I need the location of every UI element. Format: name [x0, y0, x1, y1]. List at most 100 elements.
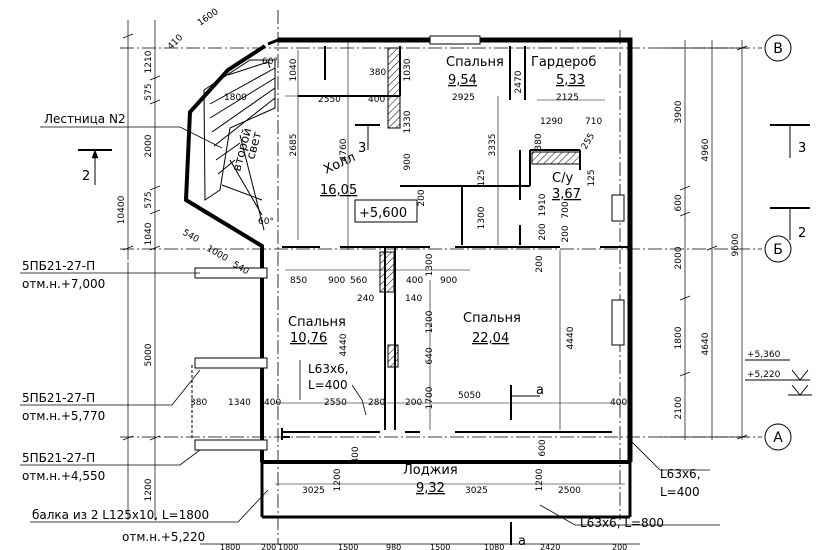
dim-1300-mid: 1300: [425, 253, 435, 276]
dim-right-4640: 4640: [701, 332, 711, 355]
elevation-markers: [745, 359, 812, 396]
section-2-left: 2: [82, 169, 90, 184]
room-area-wardrobe: 5,33: [556, 73, 585, 88]
dim-bottom-2420: 2420: [540, 543, 560, 550]
masonry-pillars: [379, 47, 581, 368]
angle-right-line1: L63x6,: [660, 467, 701, 481]
leader-lines: [20, 126, 720, 526]
dim-200-wc1: 200: [538, 223, 548, 240]
dim-angle-60-bottom: 60°: [258, 217, 274, 227]
axis-label-v: В: [773, 41, 783, 57]
dim-280: 280: [368, 398, 385, 408]
angle-bottom: L63x6, L=800: [580, 516, 664, 530]
dim-400-bottom-right: 400: [610, 398, 627, 408]
dim-400-top: 400: [368, 95, 385, 105]
section-3-hall: 3: [358, 141, 366, 156]
dim-bottom-1800: 1800: [220, 543, 240, 550]
stair-drawing: [203, 59, 276, 231]
dim-left-10400: 10400: [117, 195, 127, 224]
dim-400-mid: 400: [406, 276, 423, 286]
room-name-bedroom-left: Спальня: [288, 315, 346, 330]
dim-1700: 1700: [425, 386, 435, 409]
elevation-bottom: +5,220: [747, 370, 781, 380]
dim-2125: 2125: [556, 93, 579, 103]
dim-2685: 2685: [289, 134, 299, 157]
dim-2550-top: 2550: [318, 95, 341, 105]
dim-bottom-1080: 1080: [484, 543, 504, 550]
room-name-bedroom-main: Спальня: [463, 311, 521, 326]
dim-left-575b: 575: [144, 191, 154, 208]
dim-4760: 4760: [339, 138, 349, 161]
section-a-mark-bottom: а: [518, 534, 526, 549]
dim-140: 140: [405, 294, 422, 304]
room-area-loggia: 9,32: [416, 481, 445, 496]
dim-1290: 1290: [540, 117, 563, 127]
dim-right-4960: 4960: [701, 138, 711, 161]
room-area-bedroom-left: 10,76: [290, 331, 327, 346]
lintel1-elevation: отм.н.+7,000: [22, 277, 105, 291]
dim-3025-left: 3025: [302, 486, 325, 496]
dim-4440-left: 4440: [339, 333, 349, 356]
dim-left-1210: 1210: [144, 50, 154, 73]
angle-right-line2: L=400: [660, 485, 700, 499]
room-area-bathroom: 3,67: [552, 187, 581, 202]
dim-1340: 1340: [228, 398, 251, 408]
room-name-bedroom-top: Спальня: [446, 55, 504, 70]
dim-900-mid2: 900: [440, 276, 457, 286]
dim-right-2100: 2100: [674, 396, 684, 419]
section-markers: [78, 124, 810, 545]
dim-1000: 1000: [205, 244, 230, 264]
dim-125b: 125: [587, 169, 597, 186]
dim-left-575a: 575: [144, 83, 154, 100]
beam-label: балка из 2 L125x10, L=1800: [32, 508, 209, 522]
lintels: [191, 267, 268, 451]
room-name-loggia: Лоджия: [403, 463, 458, 478]
dim-410: 410: [166, 33, 185, 52]
lintel3-elevation: отм.н.+4,550: [22, 469, 105, 483]
grid-axes: [120, 10, 762, 545]
dim-3025-right: 3025: [465, 486, 488, 496]
dim-1200-mid: 1200: [425, 310, 435, 333]
dim-bottom-1000: 1000: [278, 543, 298, 550]
dim-200-bottom: 200: [405, 398, 422, 408]
axis-circle-a: [764, 423, 792, 451]
room-name-bathroom: С/у: [552, 171, 573, 186]
lintel1-mark: 5ПБ21-27-П: [22, 259, 95, 273]
dim-125a: 125: [477, 169, 487, 186]
section-3-right: 3: [798, 141, 806, 156]
room-area-bedroom-main: 22,04: [472, 331, 509, 346]
dim-200-hall: 200: [417, 189, 427, 206]
dim-1200-loggia-right: 1200: [535, 468, 545, 491]
lintel2-elevation: отм.н.+5,770: [22, 409, 105, 423]
dim-380-top: 380: [369, 68, 386, 78]
dim-710: 710: [585, 117, 602, 127]
dim-bottom-1500b: 1500: [430, 543, 450, 550]
lintel2-mark: 5ПБ21-27-П: [22, 391, 95, 405]
dim-400-loggia: 400: [351, 446, 361, 463]
dim-3335: 3335: [488, 134, 498, 157]
dim-1330: 1330: [403, 110, 413, 133]
dim-640: 640: [425, 347, 435, 364]
room-area-bedroom-top: 9,54: [448, 73, 477, 88]
dim-angle-60-top: 60°: [262, 57, 278, 67]
dim-left-2000: 2000: [144, 134, 154, 157]
elevation-top: +5,360: [747, 350, 781, 360]
axis-label-a: А: [773, 430, 783, 446]
dim-2550-bottom: 2550: [324, 398, 347, 408]
dim-200-mid: 200: [535, 255, 545, 272]
dim-left-1040: 1040: [144, 222, 154, 245]
axis-markers: [764, 34, 792, 451]
dim-bottom-200b: 200: [612, 543, 627, 550]
dim-1030: 1030: [403, 58, 413, 81]
dim-600-loggia: 600: [538, 439, 548, 456]
interior-dimension-lines: [275, 40, 625, 485]
dim-255: 255: [580, 132, 597, 152]
dim-540-left: 540: [181, 228, 201, 245]
dim-right-2000: 2000: [674, 246, 684, 269]
right-dimension-chain: [660, 40, 748, 440]
dim-1600: 1600: [196, 7, 221, 28]
lintel3-mark: 5ПБ21-27-П: [22, 451, 95, 465]
axis-label-b: Б: [773, 242, 783, 258]
dim-900-mid1: 900: [328, 276, 345, 286]
